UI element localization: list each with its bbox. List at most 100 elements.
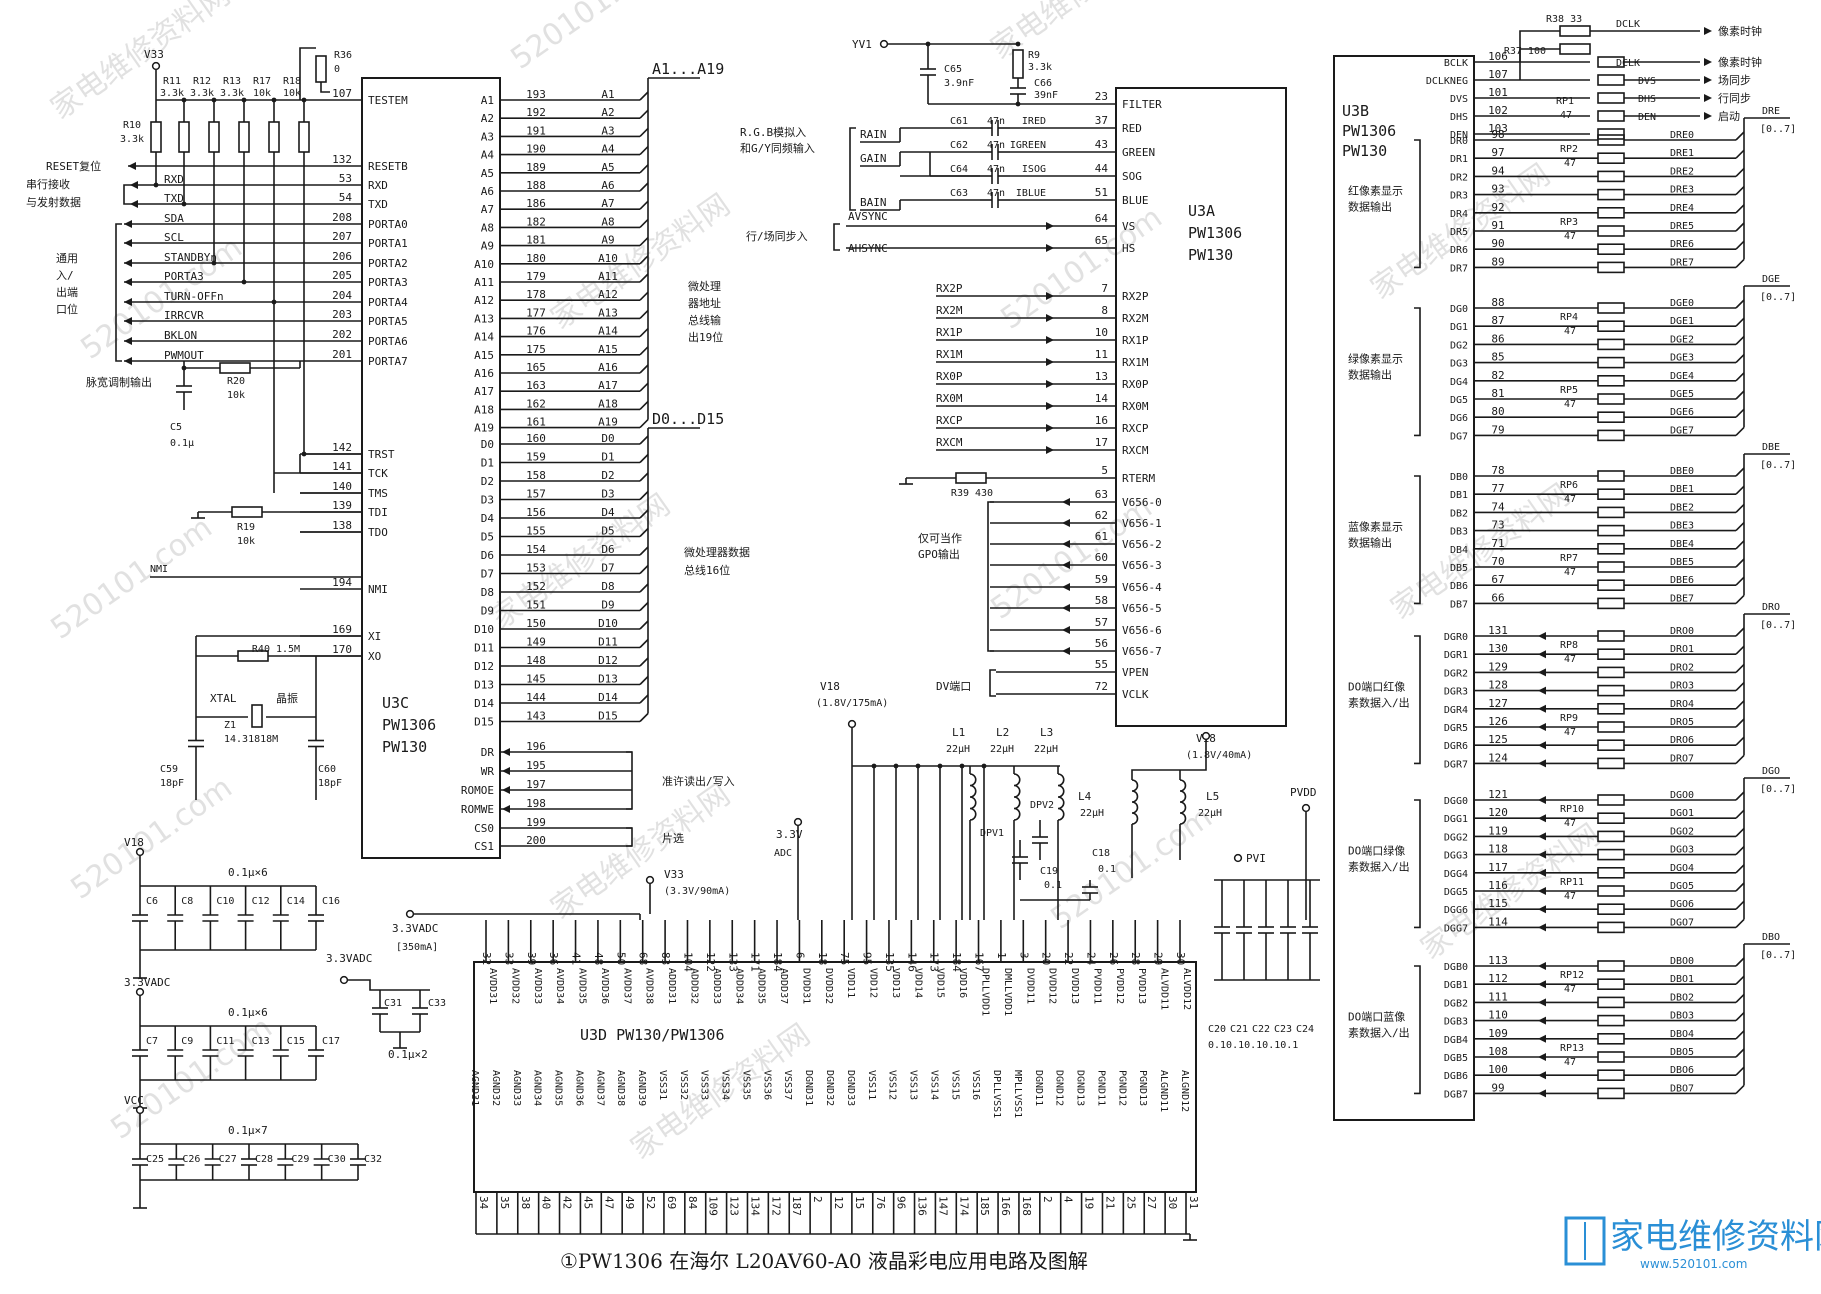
pin-name: V656-4 [1122,581,1162,594]
note-text: 出19位 [688,330,723,344]
signal-name: A19 [598,416,618,429]
signal-name: PORTA3 [164,270,204,283]
arrow-left-icon [1538,632,1546,640]
wire [320,82,330,93]
pin-name: VSS13 [908,1070,919,1100]
arrow-left-icon [502,805,510,813]
part-ref: L3 [1040,726,1053,739]
signal-name: A8 [601,215,614,228]
signal-name: DRO4 [1670,699,1694,710]
arrow-left-icon [130,200,138,208]
signal-name: DCLK [1616,58,1640,69]
part-ref: L5 [1206,790,1219,803]
bus-entry [639,638,649,649]
signal-name: DRO3 [1670,681,1694,692]
rail-label: VCC [124,1094,144,1107]
note-text: 串行接收 [26,177,70,191]
pin-name: DGND13 [1075,1070,1086,1106]
pin-name: DVDD13 [1069,968,1080,1004]
pin-number: 96 [895,1196,908,1209]
pin-number: 188 [526,179,546,192]
junction-dot [915,763,921,769]
pin-number: 34 [477,1196,490,1210]
pin-number: 98 [1491,128,1504,141]
note-text: 入/ [56,269,74,282]
signal-name: D15 [598,710,618,723]
part-value: 10k [253,88,271,99]
pin-number: 5 [1101,464,1108,477]
pin-number: 174 [957,1196,970,1216]
pin-name: RX1P [1122,334,1149,347]
pin-name: RESETB [368,160,408,173]
signal-name: DGO3 [1670,845,1694,856]
junction-dot [981,763,987,769]
pin-number: 106 [1488,50,1508,63]
pin-name: D14 [474,697,494,710]
pin-number: 31 [1187,1196,1200,1209]
arrow-right-icon [1046,222,1054,230]
signal-name: D2 [601,469,614,482]
signal-name: DRE2 [1670,166,1694,177]
signal-name: DBO7 [1670,1083,1694,1094]
part-ref: R17 [253,76,271,87]
part-ref: XTAL [210,692,237,705]
pin-number: 186 [526,197,546,210]
book-icon [1564,1216,1606,1266]
signal-name: A9 [601,234,614,247]
pin-number: 144 [526,691,546,704]
bus-entry [639,657,649,667]
pin-name: PORTA1 [368,237,408,250]
pin-number: 124 [1488,751,1508,764]
arrow-left-icon [1538,905,1546,914]
pin-name: ALVDD11 [1159,968,1170,1010]
pin-name: D5 [481,531,494,544]
part-value: 47 [1564,326,1576,337]
bus-range: [0..7] [1760,124,1796,135]
signal-name: IRED [1022,116,1046,127]
part-value: 0.10.10.10.10.1 [1208,1040,1298,1051]
bus-entry [1735,682,1745,692]
pin-number: 135 [883,952,896,972]
pin-number: 110 [1488,1009,1508,1022]
pin-name: VDD14 [912,968,923,998]
arrow-left-icon [1538,1016,1546,1025]
pin-number: 49 [623,1196,636,1209]
arrow-right-icon [1046,402,1054,410]
resistor-pack-element [1597,411,1625,424]
note-text: DO端口绿像 [1348,844,1405,858]
part-ref: RP10 [1560,804,1584,815]
signal-name: DGO7 [1670,917,1694,928]
part-value: 0 [334,64,340,75]
chip-title: U3D PW130/PW1306 [580,1026,725,1044]
bus-entry [639,164,649,174]
part-value: 22μH [946,744,970,755]
pin-name: VCLK [1122,688,1149,701]
pin-name: DGG5 [1444,887,1468,898]
part-ref: RP5 [1560,385,1578,396]
pin-number: 38 [519,1196,532,1209]
part-value: 22μH [1198,808,1222,819]
pin-number: 8 [1101,304,1108,317]
signal-name: D9 [601,599,614,612]
pin-number: 151 [526,599,546,612]
pin-number: 53 [339,172,352,185]
bracket-line [1414,965,1421,1095]
pin-name: DVDD12 [1047,968,1058,1004]
arrow-left-icon [1538,741,1546,750]
note-text: 总线输 [688,313,721,327]
resistor-pack-element [1597,356,1625,369]
part-value: 3.3k [1028,62,1052,73]
signal-name: RX0P [936,370,963,383]
signal-name: RX0M [936,392,963,405]
bus-entry [1735,957,1745,967]
pin-name: AGND38 [615,1070,626,1106]
pin-number: 154 [526,543,546,556]
part-value: 39nF [1034,90,1058,101]
bus-entry [1735,408,1745,418]
resistor-pack-element [1597,812,1625,825]
pin-number: 50 [614,952,627,965]
pin-number: 95 [861,952,874,965]
pin-number: 57 [1095,616,1108,629]
pin-number: 161 [526,416,546,429]
